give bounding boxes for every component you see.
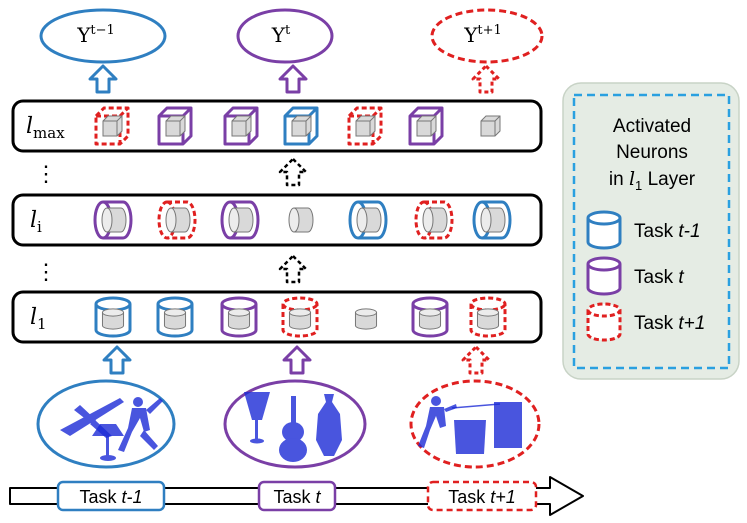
cube-neuron-icon [408, 106, 444, 146]
output-curr-base: Y [271, 23, 286, 47]
timeline-task-next-var: t+1 [490, 487, 516, 507]
cube-neuron-icon [347, 106, 383, 146]
layer-l1-base: l [30, 305, 37, 330]
legend-item-label: Task t [634, 267, 684, 288]
upright-cylinder-neuron-icon [354, 308, 378, 330]
legend-title-line3-prefix: in [609, 169, 624, 190]
up-arrow-icon [282, 345, 312, 375]
vase-pointcloud-icon [316, 394, 342, 456]
sideways-cylinder-neuron-icon [157, 200, 197, 240]
upright-cylinder-neuron-icon [156, 296, 194, 338]
svg-text:Task t-1: Task t-1 [79, 487, 142, 507]
glass-pointcloud-icon [244, 392, 270, 444]
layer-l1-sub: 1 [37, 315, 47, 333]
timeline-task-prev-prefix: Task [79, 487, 117, 507]
up-arrow-icon [88, 64, 118, 94]
legend-title-line3-layer-base: l [629, 168, 635, 190]
blue-solid-cylinder-icon [586, 210, 622, 250]
timeline-task-prev-var: t-1 [122, 487, 143, 507]
cube-neuron-icon [480, 115, 501, 137]
svg-text:lmax: lmax [26, 114, 65, 142]
dashed-up-arrow-icon [278, 254, 308, 284]
svg-text:Yt−1: Yt−1 [76, 23, 115, 47]
sideways-cylinder-neuron-icon [348, 200, 388, 240]
legend-title-line1: Activated [613, 116, 691, 137]
output-next-sup: t+1 [477, 23, 501, 38]
legend-title-line3-suffix: Layer [648, 169, 696, 190]
timeline-task-next: Task t+1 [426, 480, 538, 512]
input-pointcloud-prev [36, 379, 176, 469]
up-arrow-icon [461, 345, 491, 375]
cube-neuron-icon [157, 106, 193, 146]
up-arrow-icon [471, 64, 501, 94]
legend-item-label: Task t-1 [634, 221, 701, 242]
up-arrow-icon [278, 64, 308, 94]
guitar-pointcloud-icon [279, 396, 307, 462]
legend-item-prefix: Task [634, 267, 674, 288]
layer-li: li [11, 193, 543, 247]
layer-lmax-base: l [26, 114, 33, 139]
timeline-task-curr: Task t [257, 480, 337, 512]
person-pointcloud-icon [418, 396, 457, 448]
red-dashed-cylinder-icon [586, 302, 622, 342]
output-curr: Yt [236, 8, 334, 64]
up-arrow-icon [102, 345, 132, 375]
layer-lmax-sub: max [33, 124, 65, 142]
output-next: Yt+1 [430, 8, 544, 64]
cube-neuron-icon [94, 106, 130, 146]
upright-cylinder-neuron-icon [411, 296, 449, 338]
cube-neuron-icon [283, 106, 319, 146]
legend-item-label: Task t+1 [634, 313, 705, 334]
layer-lmax: lmax [11, 99, 543, 153]
sideways-cylinder-neuron-icon [472, 200, 512, 240]
legend-title-line3-layer-sub: 1 [635, 178, 642, 193]
sideways-cylinder-neuron-icon [93, 200, 133, 240]
upright-cylinder-neuron-icon [94, 296, 132, 338]
output-next-base: Y [463, 23, 478, 47]
timeline-task-prev: Task t-1 [56, 480, 166, 512]
legend-item-prefix: Task [634, 313, 674, 334]
sideways-cylinder-neuron-icon [288, 207, 314, 233]
svg-text:in l1 Layer: in l1 Layer [609, 168, 696, 193]
svg-text:l1: l1 [30, 305, 47, 333]
legend-item-var: t [678, 267, 684, 288]
layer-li-base: l [30, 208, 37, 233]
layer-ellipsis: ⋮ [35, 162, 57, 187]
dashed-up-arrow-icon [278, 157, 308, 187]
legend-item-var: t+1 [678, 313, 705, 334]
basket-pointcloud-icon [454, 420, 486, 454]
input-pointcloud-next [409, 379, 541, 469]
output-prev-base: Y [76, 23, 91, 47]
layer-li-sub: i [37, 218, 42, 236]
person-pointcloud-icon [118, 397, 163, 452]
sideways-cylinder-neuron-icon [414, 200, 454, 240]
upright-cylinder-neuron-icon [281, 296, 319, 338]
upright-cylinder-neuron-icon [469, 296, 507, 338]
layer-l1: l1 [11, 290, 543, 344]
cabinet-pointcloud-icon [494, 402, 522, 448]
upright-cylinder-neuron-icon [220, 296, 258, 338]
output-prev: Yt−1 [39, 8, 167, 64]
svg-text:Yt: Yt [271, 23, 291, 47]
sideways-cylinder-neuron-icon [220, 200, 260, 240]
output-curr-sup: t [285, 23, 291, 38]
svg-text:Task t: Task t [273, 487, 321, 507]
cube-neuron-icon [223, 106, 259, 146]
layer-ellipsis: ⋮ [35, 260, 57, 285]
legend-title-line2: Neurons [616, 142, 688, 163]
legend-item-var: t-1 [678, 221, 700, 242]
timeline-task-curr-prefix: Task [273, 487, 311, 507]
output-prev-sup: t−1 [90, 23, 114, 38]
svg-text:Task t+1: Task t+1 [448, 487, 516, 507]
svg-text:li: li [30, 208, 42, 236]
purple-solid-cylinder-icon [586, 256, 622, 296]
svg-text:Yt+1: Yt+1 [463, 23, 502, 47]
timeline-task-next-prefix: Task [448, 487, 486, 507]
lamp-pointcloud-icon [92, 424, 124, 461]
legend-item-prefix: Task [634, 221, 674, 242]
wand-pointcloud-icon [451, 403, 501, 409]
timeline-task-curr-var: t [316, 487, 322, 507]
input-pointcloud-curr [223, 379, 367, 469]
